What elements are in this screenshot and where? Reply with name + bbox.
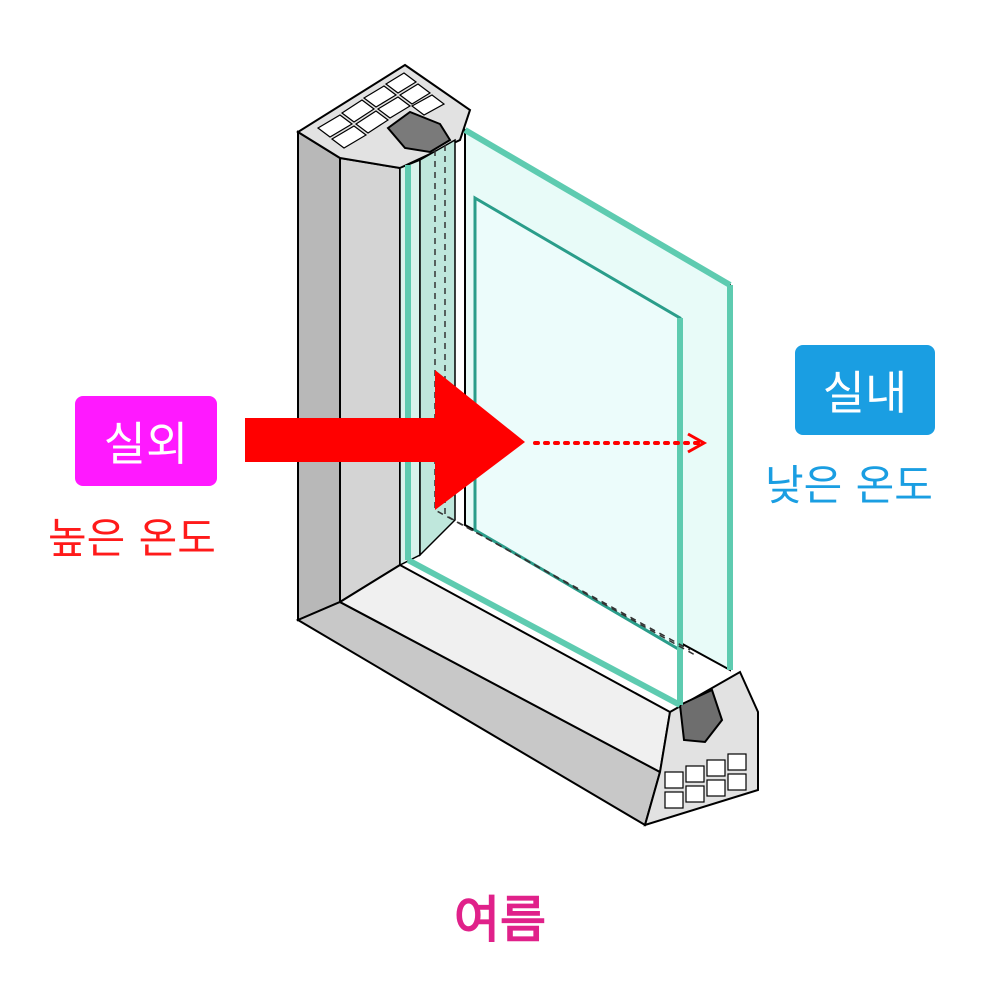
season-caption: 여름 — [454, 891, 546, 949]
dotted-arrow-head — [687, 432, 708, 454]
spacer-dashed-line — [434, 150, 691, 651]
frame-top-chambers — [316, 72, 446, 149]
frame-front-face — [339, 156, 401, 604]
frame-bottom-chambers — [664, 753, 747, 809]
indoor-label: 실내 — [795, 345, 935, 435]
frame-outer-face — [297, 130, 341, 622]
spacer-dashed-line-2 — [444, 145, 696, 656]
glass-edge-bottom — [406, 557, 682, 708]
indoor-temperature-label: 낮은 온도 — [765, 461, 933, 510]
arrow-right-icon — [245, 370, 525, 510]
outdoor-temperature-label: 높은 온도 — [48, 514, 216, 563]
spacer-bottom — [678, 688, 724, 744]
glass-edge-top — [463, 127, 732, 288]
outdoor-label: 실외 — [75, 396, 217, 486]
spacer-top — [386, 110, 452, 154]
